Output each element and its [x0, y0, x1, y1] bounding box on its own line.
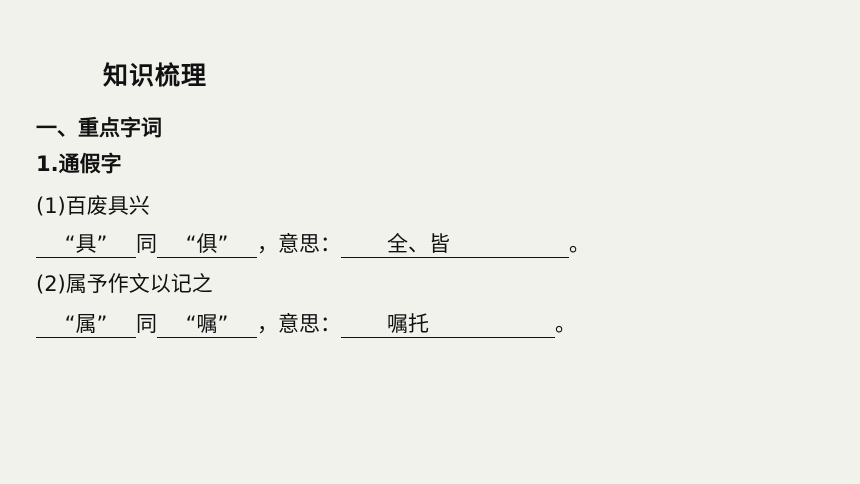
meaning-blank-1: 全、皆 [341, 231, 569, 258]
tongjia-char-blank-2: “属” [36, 311, 136, 338]
example-1: (1)百废具兴 [36, 194, 150, 218]
ben-char-blank-2: “嘱” [157, 311, 257, 338]
end-mark-1: 。 [569, 232, 590, 256]
meaning-text-1: 全、皆 [387, 232, 450, 256]
item-2-answer-line: “属”同“嘱”，意思： 嘱托 。 [36, 310, 576, 338]
tongjia-char-blank-1: “具” [36, 231, 136, 258]
meaning-text-2: 嘱托 [387, 312, 429, 336]
ben-char-blank-1: “俱” [157, 231, 257, 258]
slide-title: 知识梳理 [103, 61, 208, 90]
tong-text-2: 同 [136, 312, 157, 336]
meaning-prefix-1: ，意思： [257, 232, 341, 256]
item-1-answer-line: “具”同“俱”，意思： 全、皆 。 [36, 230, 590, 258]
tong-text-1: 同 [136, 232, 157, 256]
end-mark-2: 。 [555, 312, 576, 336]
example-2: (2)属予作文以记之 [36, 272, 213, 296]
section-heading: 一、重点字词 [36, 116, 162, 140]
meaning-blank-2: 嘱托 [341, 311, 555, 338]
subsection-heading: 1.通假字 [36, 152, 122, 176]
meaning-prefix-2: ，意思： [257, 312, 341, 336]
